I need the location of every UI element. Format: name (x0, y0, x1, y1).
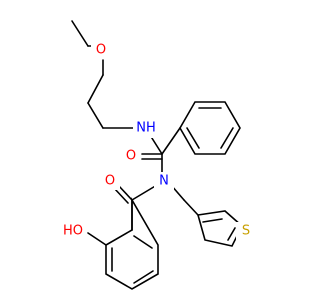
amide-nh-label: NH (136, 121, 156, 136)
bond (183, 199, 199, 216)
amide-core (113, 127, 199, 216)
carbonyl-oxygen-label: O (105, 174, 115, 189)
thiophene-ring (196, 210, 243, 247)
double-bond (220, 127, 234, 149)
bond (87, 232, 107, 246)
bond (149, 134, 163, 155)
double-bond (133, 235, 153, 249)
ether-oxygen-label: O (96, 43, 106, 58)
bond (161, 127, 181, 155)
ring (179, 101, 241, 155)
double-bond (133, 270, 154, 284)
carbonyl-bond (113, 187, 129, 204)
double-bond (186, 127, 200, 149)
amide-nitrogen-label: N (159, 174, 169, 189)
double-bond (202, 218, 223, 223)
hydroxyl-label: HO (63, 224, 83, 239)
bond (71, 20, 89, 47)
double-bond (227, 227, 236, 241)
bond (87, 74, 104, 104)
phenyl-ring (179, 101, 241, 155)
hydroxyphenyl-ring (87, 197, 159, 290)
bond (131, 184, 158, 201)
carbonyl-bond (117, 184, 133, 201)
ring (105, 197, 159, 290)
atom-labels: O NH O N O HO S (59, 40, 256, 240)
structure-canvas: O NH O N O HO S (59, 20, 256, 290)
molecule-diagram: O NH O N O HO S (59, 20, 256, 290)
bond (87, 102, 104, 129)
ethoxypropyl-chain (71, 20, 134, 129)
thiophene-sulfur-label: S (242, 224, 250, 239)
amide-oxygen-label: O (126, 149, 136, 164)
